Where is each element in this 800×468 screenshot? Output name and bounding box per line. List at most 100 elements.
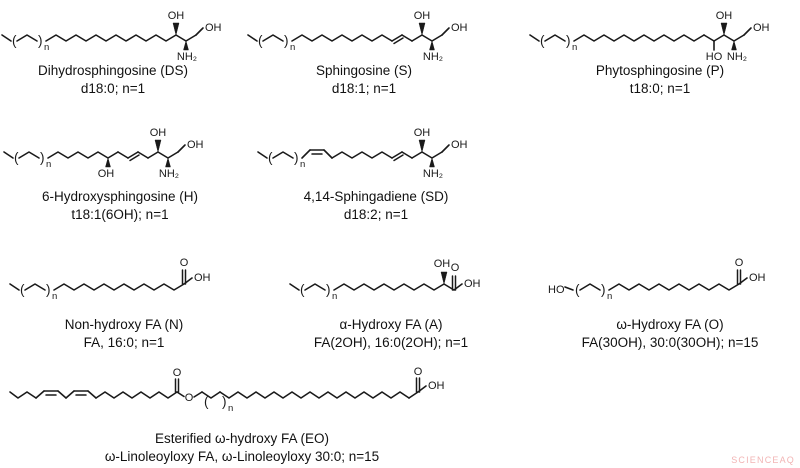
- caption-dihydrosphingosine: Dihydrosphingosine (DS) d18:0; n=1: [0, 62, 226, 97]
- wedge-bond: [418, 22, 426, 36]
- molecule-notation: d18:1; n=1: [331, 80, 397, 96]
- bond: [441, 27, 450, 36]
- paren-open: (: [575, 282, 580, 297]
- wedge-bond: [418, 139, 426, 153]
- bond: [167, 151, 179, 159]
- carbon-chain: [333, 283, 445, 291]
- n-subscript: n: [228, 403, 233, 414]
- o-label: O: [735, 257, 744, 269]
- bond: [411, 34, 423, 42]
- carbon-chain: [291, 34, 393, 42]
- bond: [417, 385, 427, 393]
- bond: [421, 34, 433, 42]
- structure-6-hydroxysphingosine: ( ) n OH OH NH₂ OH: [3, 127, 204, 180]
- oh-label: OH: [194, 272, 211, 284]
- caption-6-hydroxysphingosine: 6-Hydroxysphingosine (H) t18:1(6OH); n=1: [2, 188, 238, 223]
- structure-sphingadiene: ( ) n OH NH₂ OH: [257, 127, 468, 180]
- paren-close: ): [566, 33, 571, 48]
- watermark: SCIENCEAQ: [731, 455, 795, 465]
- bond: [272, 151, 294, 159]
- bond: [421, 151, 433, 159]
- bond: [431, 34, 443, 42]
- bond: [289, 283, 300, 291]
- molecule-name: Non-hydroxy FA (N): [64, 317, 184, 332]
- ho-label: HO: [548, 284, 565, 296]
- bond: [3, 151, 14, 159]
- bond: [177, 144, 186, 153]
- bond: [529, 34, 540, 42]
- n-subscript: n: [332, 291, 337, 302]
- molecule-notation: t18:1(6OH); n=1: [71, 206, 169, 222]
- bond: [87, 390, 97, 399]
- oh-label: OH: [464, 278, 481, 290]
- bond: [65, 390, 75, 399]
- bond: [391, 34, 403, 42]
- caption-sphingadiene: 4,14-Sphingadiene (SD) d18:2; n=1: [256, 188, 496, 223]
- bond: [176, 391, 185, 398]
- bond: [117, 151, 129, 159]
- paren-close: ): [326, 282, 331, 297]
- oh-label: OH: [716, 10, 733, 22]
- wedge-bond: [720, 22, 728, 36]
- structure-omega-hydroxy-fa: HO ( ) n O OH: [548, 257, 766, 302]
- paren-close: ): [46, 282, 51, 297]
- paren-close: ): [284, 33, 289, 48]
- bond: [35, 390, 45, 399]
- oh-label: OH: [414, 127, 431, 139]
- bond: [301, 149, 311, 159]
- oh-label: OH: [434, 258, 451, 270]
- molecule-notation: t18:0; n=1: [629, 80, 691, 96]
- o-label: O: [173, 367, 182, 379]
- bond: [185, 34, 197, 42]
- paren-close: ): [38, 33, 43, 48]
- molecule-notation: d18:0; n=1: [80, 80, 146, 96]
- paren-close: ): [40, 150, 45, 165]
- structure-sphingosine: ( ) n OH NH₂ OH: [247, 10, 468, 63]
- bond: [579, 283, 601, 291]
- bond: [323, 149, 333, 159]
- ho-label: HO: [706, 51, 723, 63]
- carbon-chain: [608, 283, 740, 291]
- wedge-bond: [731, 40, 737, 51]
- bond: [441, 144, 450, 153]
- molecule-name: 4,14-Sphingadiene (SD): [303, 189, 449, 204]
- carbon-chain: [53, 283, 185, 291]
- bond: [738, 277, 748, 285]
- oh-label: OH: [753, 22, 770, 34]
- oh-label: OH: [428, 380, 445, 392]
- bond: [195, 27, 204, 36]
- bond: [147, 151, 159, 159]
- molecule-notation: FA, 16:0; n=1: [83, 334, 165, 350]
- bond: [57, 390, 67, 399]
- n-subscript: n: [46, 159, 51, 170]
- bond: [1, 34, 12, 42]
- bond: [391, 151, 403, 159]
- wedge-bond: [429, 157, 435, 168]
- bond: [544, 34, 566, 42]
- carbon-chain: [573, 34, 705, 42]
- wedge-bond: [440, 271, 448, 285]
- oh-label: OH: [150, 127, 167, 139]
- structure-esterified-omega-hydroxy-fa: O O ( ) n O OH: [9, 366, 445, 414]
- oh-label: OH: [98, 168, 115, 180]
- carbon-chain: [95, 391, 178, 399]
- wedge-bond: [105, 157, 111, 168]
- paren-open: (: [12, 33, 17, 48]
- molecule-name: ω-Hydroxy FA (O): [616, 317, 724, 332]
- structure-dihydrosphingosine: ( ) n OH NH₂ OH: [1, 10, 222, 63]
- n-subscript: n: [290, 42, 295, 53]
- molecule-name: Sphingosine (S): [315, 63, 413, 78]
- caption-phytosphingosine: Phytosphingosine (P) t18:0; n=1: [522, 62, 798, 97]
- paren-open: (: [540, 33, 545, 48]
- double-bond-line: [129, 154, 140, 162]
- carbon-chain: [45, 34, 177, 42]
- bond: [743, 27, 752, 36]
- bond: [564, 286, 574, 291]
- structure-non-hydroxy-fa: ( ) n O OH: [9, 257, 211, 302]
- paren-open: (: [268, 150, 273, 165]
- bond: [107, 151, 119, 159]
- bond: [137, 151, 149, 159]
- double-bond-line: [393, 37, 404, 45]
- n-subscript: n: [572, 42, 577, 53]
